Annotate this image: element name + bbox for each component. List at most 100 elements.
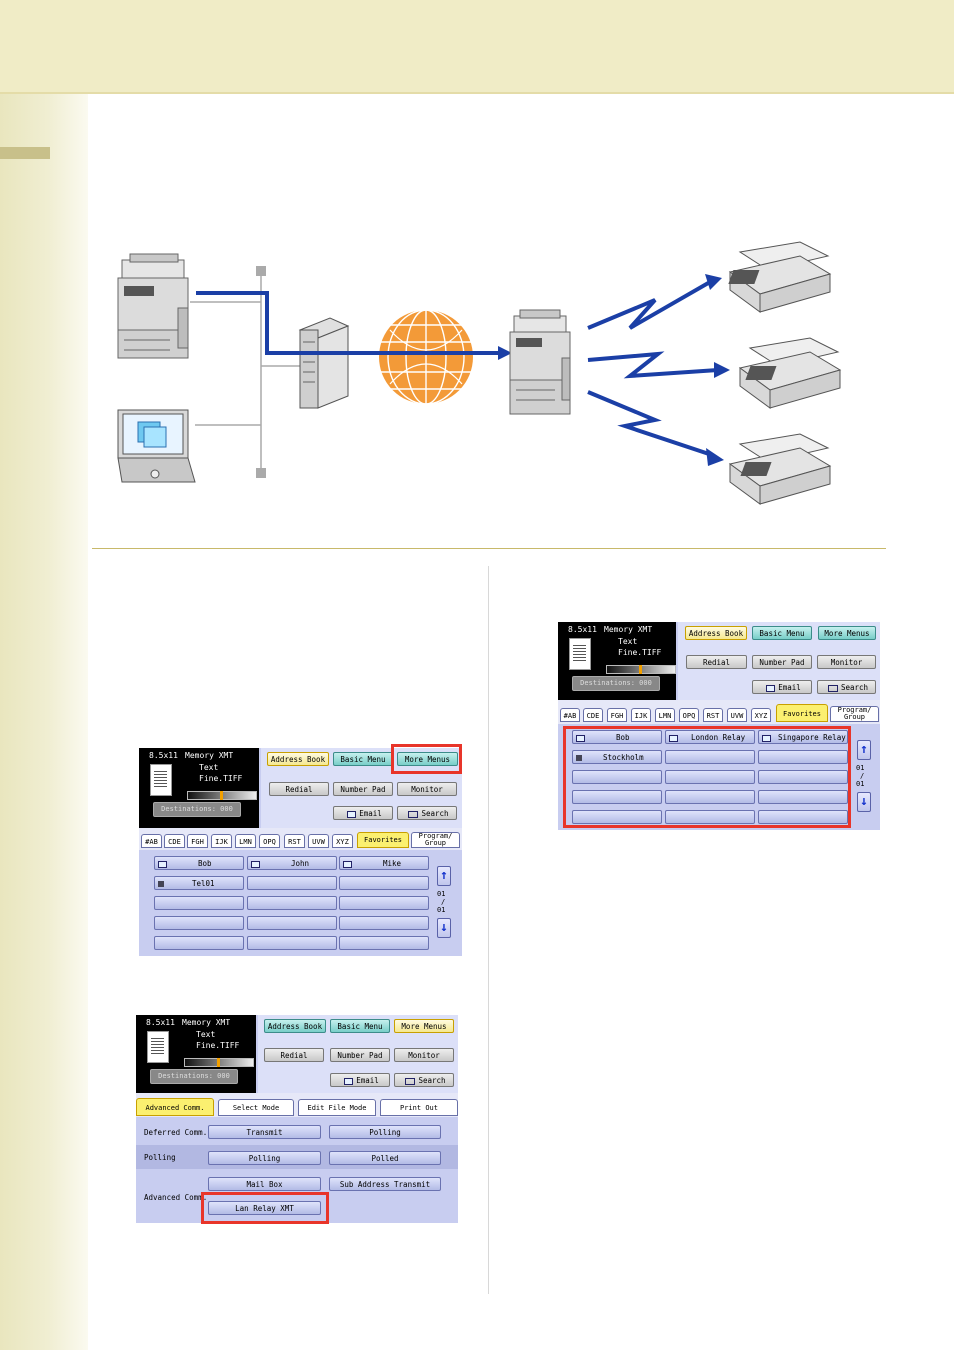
sub-address-transmit-button[interactable]: Sub Address Transmit bbox=[329, 1177, 441, 1191]
key-empty[interactable] bbox=[572, 810, 662, 824]
address-book-button[interactable]: Address Book bbox=[264, 1019, 326, 1033]
monitor-button[interactable]: Monitor bbox=[394, 1048, 454, 1062]
key-empty[interactable] bbox=[572, 790, 662, 804]
key-empty[interactable] bbox=[154, 916, 244, 930]
key-empty[interactable] bbox=[247, 876, 337, 890]
tab-lmn[interactable]: LMN bbox=[655, 708, 675, 722]
mail-icon bbox=[344, 1077, 354, 1085]
key-empty[interactable] bbox=[665, 750, 755, 764]
tab-fgh[interactable]: FGH bbox=[607, 708, 627, 722]
tab-favorites[interactable]: Favorites bbox=[776, 704, 828, 722]
arrow-up-icon[interactable]: ↑ bbox=[437, 866, 451, 886]
key-empty[interactable] bbox=[665, 770, 755, 784]
key-empty[interactable] bbox=[665, 810, 755, 824]
address-book-button[interactable]: Address Book bbox=[267, 752, 329, 766]
more-menus-button[interactable]: More Menus bbox=[818, 626, 876, 640]
number-pad-button[interactable]: Number Pad bbox=[333, 782, 393, 796]
tab-opq[interactable]: OPQ bbox=[679, 708, 699, 722]
mail-box-button[interactable]: Mail Box bbox=[208, 1177, 321, 1191]
email-button[interactable]: Email bbox=[333, 806, 393, 820]
tab-rst[interactable]: RST bbox=[284, 834, 305, 848]
tab-select-mode[interactable]: Select Mode bbox=[218, 1099, 294, 1116]
basic-menu-button[interactable]: Basic Menu bbox=[752, 626, 812, 640]
row-label-polling: Polling bbox=[144, 1153, 176, 1162]
search-button[interactable]: Search bbox=[397, 806, 457, 820]
transmit-button[interactable]: Transmit bbox=[208, 1125, 321, 1139]
key-mike[interactable]: Mike bbox=[339, 856, 429, 870]
key-empty[interactable] bbox=[665, 790, 755, 804]
tab-program-group[interactable]: Program/Group bbox=[411, 832, 460, 848]
key-empty[interactable] bbox=[758, 790, 848, 804]
mail-icon bbox=[251, 860, 260, 868]
tab-ab[interactable]: #AB bbox=[560, 708, 580, 722]
more-menus-button[interactable]: More Menus bbox=[394, 1019, 454, 1033]
column-divider bbox=[488, 566, 489, 1294]
address-book-button[interactable]: Address Book bbox=[685, 626, 747, 640]
number-pad-button[interactable]: Number Pad bbox=[752, 655, 812, 669]
tab-ab[interactable]: #AB bbox=[141, 834, 162, 848]
search-button[interactable]: Search bbox=[817, 680, 876, 694]
key-empty[interactable] bbox=[339, 916, 429, 930]
email-button[interactable]: Email bbox=[330, 1073, 390, 1087]
key-empty[interactable] bbox=[339, 896, 429, 910]
redial-button[interactable]: Redial bbox=[264, 1048, 324, 1062]
key-empty[interactable] bbox=[572, 770, 662, 784]
monitor-button[interactable]: Monitor bbox=[397, 782, 457, 796]
key-empty[interactable] bbox=[758, 750, 848, 764]
key-tel01[interactable]: Tel01 bbox=[154, 876, 244, 890]
tab-xyz[interactable]: XYZ bbox=[751, 708, 771, 722]
redial-button[interactable]: Redial bbox=[686, 655, 747, 669]
key-john[interactable]: John bbox=[247, 856, 337, 870]
more-menus-button[interactable]: More Menus bbox=[397, 752, 458, 766]
key-bob[interactable]: Bob bbox=[154, 856, 244, 870]
server-icon bbox=[298, 317, 350, 409]
tab-uvw[interactable]: UVW bbox=[727, 708, 747, 722]
monitor-button[interactable]: Monitor bbox=[817, 655, 876, 669]
key-bob[interactable]: Bob bbox=[572, 730, 662, 744]
number-pad-button[interactable]: Number Pad bbox=[330, 1048, 390, 1062]
tab-ijk[interactable]: IJK bbox=[211, 834, 232, 848]
polling-mode-button[interactable]: Polling bbox=[208, 1151, 321, 1165]
key-empty[interactable] bbox=[339, 876, 429, 890]
basic-menu-button[interactable]: Basic Menu bbox=[330, 1019, 390, 1033]
contrast-slider[interactable] bbox=[606, 665, 676, 674]
arrow-down-icon[interactable]: ↓ bbox=[437, 918, 451, 938]
tab-uvw[interactable]: UVW bbox=[308, 834, 329, 848]
tab-favorites[interactable]: Favorites bbox=[357, 832, 409, 848]
basic-menu-button[interactable]: Basic Menu bbox=[333, 752, 393, 766]
tab-fgh[interactable]: FGH bbox=[187, 834, 208, 848]
polling-button[interactable]: Polling bbox=[329, 1125, 441, 1139]
contrast-slider[interactable] bbox=[187, 791, 257, 800]
email-button[interactable]: Email bbox=[752, 680, 812, 694]
key-empty[interactable] bbox=[247, 916, 337, 930]
tab-edit-file-mode[interactable]: Edit File Mode bbox=[298, 1099, 376, 1116]
key-empty[interactable] bbox=[247, 896, 337, 910]
key-empty[interactable] bbox=[247, 936, 337, 950]
arrow-up-icon[interactable]: ↑ bbox=[857, 740, 871, 760]
tab-cde[interactable]: CDE bbox=[583, 708, 603, 722]
tab-cde[interactable]: CDE bbox=[164, 834, 185, 848]
lan-relay-xmt-button[interactable]: Lan Relay XMT bbox=[208, 1201, 321, 1215]
key-empty[interactable] bbox=[758, 770, 848, 784]
contrast-slider[interactable] bbox=[184, 1058, 254, 1067]
key-empty[interactable] bbox=[154, 936, 244, 950]
key-empty[interactable] bbox=[758, 810, 848, 824]
tab-opq[interactable]: OPQ bbox=[259, 834, 280, 848]
redial-button[interactable]: Redial bbox=[269, 782, 329, 796]
key-singapore-relay[interactable]: Singapore Relay bbox=[758, 730, 848, 744]
key-london-relay[interactable]: London Relay bbox=[665, 730, 755, 744]
tab-print-out[interactable]: Print Out bbox=[380, 1099, 458, 1116]
tab-ijk[interactable]: IJK bbox=[631, 708, 651, 722]
arrow-down-icon[interactable]: ↓ bbox=[857, 792, 871, 812]
tab-advanced-comm[interactable]: Advanced Comm. bbox=[136, 1098, 214, 1116]
tab-xyz[interactable]: XYZ bbox=[332, 834, 353, 848]
tab-lmn[interactable]: LMN bbox=[235, 834, 256, 848]
relay-mfp-icon bbox=[509, 309, 571, 415]
key-stockholm[interactable]: Stockholm bbox=[572, 750, 662, 764]
key-empty[interactable] bbox=[154, 896, 244, 910]
search-button[interactable]: Search bbox=[394, 1073, 454, 1087]
tab-rst[interactable]: RST bbox=[703, 708, 723, 722]
polled-button[interactable]: Polled bbox=[329, 1151, 441, 1165]
tab-program-group[interactable]: Program/Group bbox=[830, 706, 879, 722]
key-empty[interactable] bbox=[339, 936, 429, 950]
